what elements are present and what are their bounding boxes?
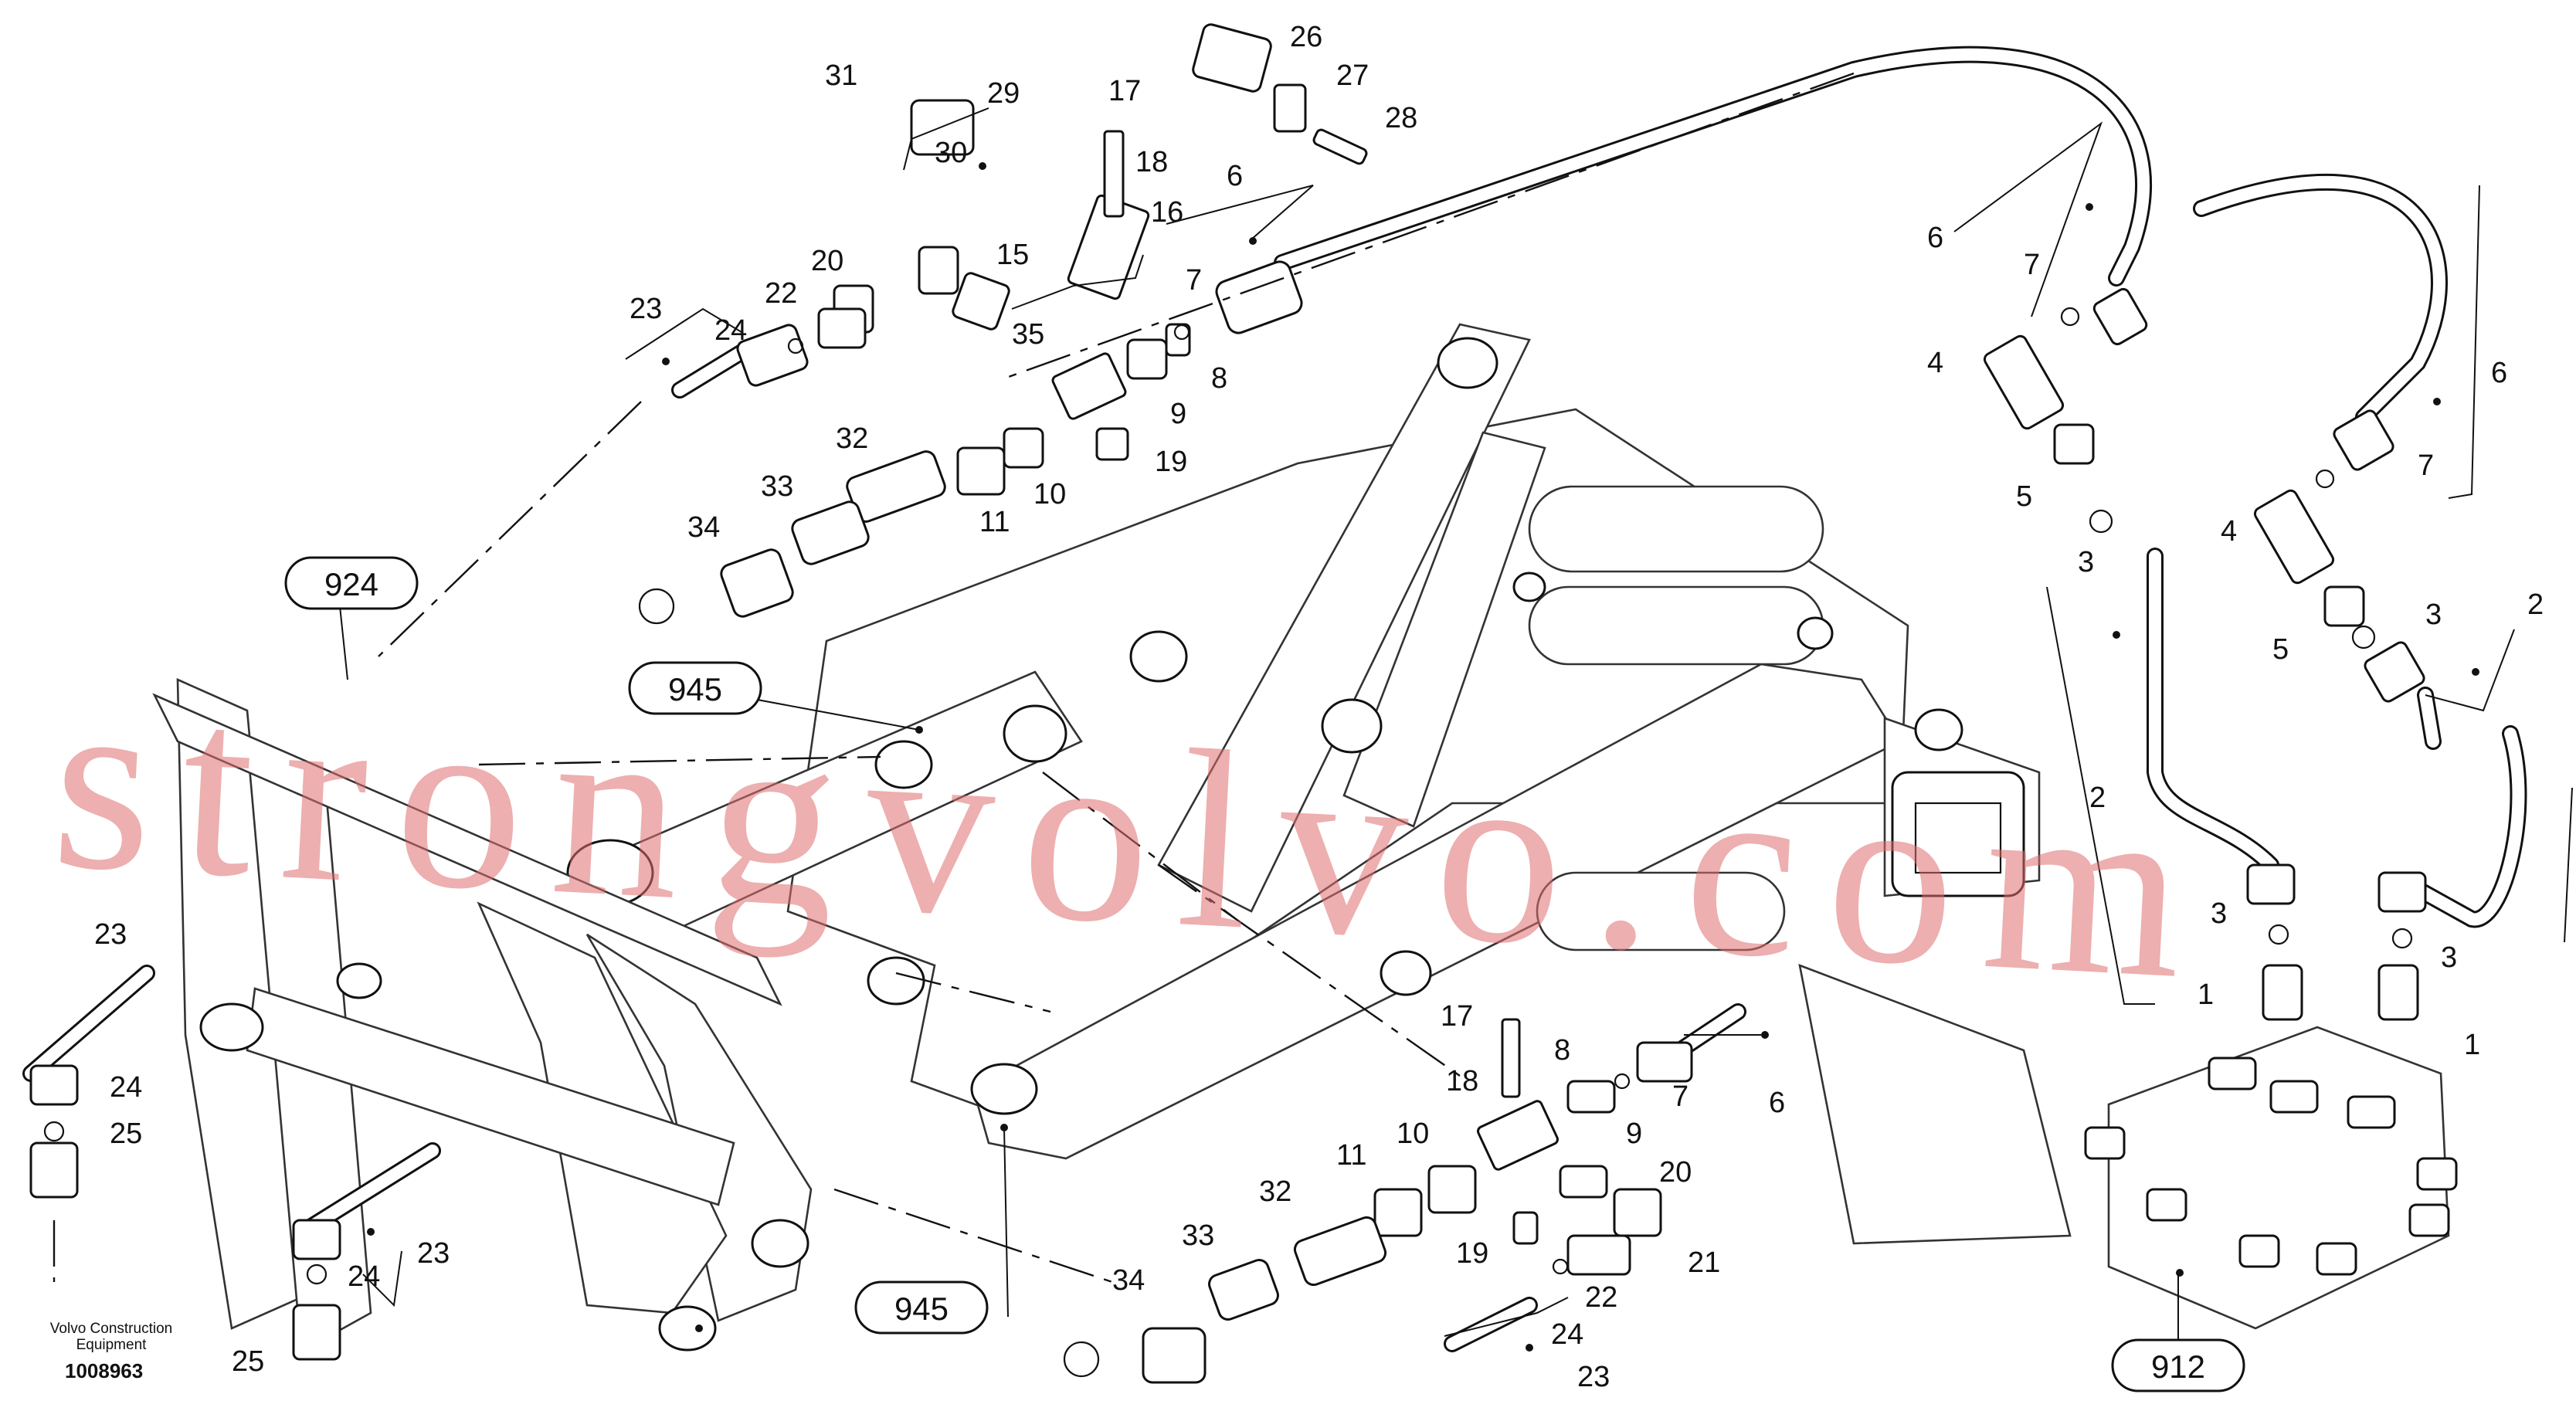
reference-945-upper: 945 — [628, 661, 762, 715]
callout-23: 23 — [94, 918, 127, 951]
callout-6: 6 — [1769, 1087, 1785, 1119]
callout-6: 6 — [2491, 357, 2507, 389]
leader-lines — [339, 107, 2573, 1340]
reference-912-label: 912 — [2151, 1348, 2205, 1385]
callout-17: 17 — [1108, 75, 1141, 107]
callout-35: 35 — [1012, 318, 1044, 351]
reference-945-lower-label: 945 — [894, 1291, 949, 1327]
callout-23: 23 — [630, 293, 662, 325]
callout-30: 30 — [935, 137, 967, 169]
callout-1: 1 — [2198, 979, 2214, 1011]
callout-23: 23 — [1577, 1361, 1610, 1393]
callout-22: 22 — [1585, 1281, 1617, 1314]
callout-5: 5 — [2272, 633, 2289, 666]
callout-3: 3 — [2211, 897, 2227, 930]
callout-20: 20 — [811, 245, 843, 277]
quick-coupler — [152, 677, 813, 1354]
callout-25: 25 — [110, 1118, 142, 1150]
callout-21: 21 — [1688, 1246, 1720, 1279]
callout-1: 1 — [2464, 1029, 2480, 1061]
callout-16: 16 — [1151, 196, 1183, 229]
callout-19: 19 — [1456, 1237, 1488, 1270]
callout-4: 4 — [1927, 347, 1943, 379]
callout-26: 26 — [1290, 21, 1322, 53]
callout-3: 3 — [2425, 599, 2442, 631]
callout-18: 18 — [1135, 146, 1168, 178]
callout-11: 11 — [979, 506, 1010, 538]
callout-22: 22 — [765, 277, 797, 310]
callout-32: 32 — [836, 422, 868, 455]
callout-31: 31 — [825, 59, 857, 92]
callout-34: 34 — [687, 511, 720, 544]
brand-label: Volvo Construction Equipment — [49, 1321, 173, 1353]
reference-945-upper-label: 945 — [668, 671, 722, 707]
callout-2: 2 — [2527, 588, 2544, 621]
part-callouts: 31 29 30 17 18 16 26 27 28 6 7 15 20 22 … — [94, 21, 2544, 1393]
callout-27: 27 — [1336, 59, 1369, 92]
callout-18: 18 — [1446, 1065, 1478, 1097]
callout-9: 9 — [1170, 398, 1186, 430]
callout-4: 4 — [2221, 515, 2237, 548]
callout-6: 6 — [1227, 160, 1243, 192]
callout-23: 23 — [417, 1237, 450, 1270]
work-light — [1891, 771, 2025, 897]
callout-8: 8 — [1211, 362, 1227, 395]
callout-2: 2 — [2089, 782, 2106, 814]
fittings — [29, 23, 2427, 1384]
callout-32: 32 — [1259, 1175, 1291, 1208]
callout-7: 7 — [2024, 249, 2040, 281]
callout-7: 7 — [2418, 449, 2434, 482]
callout-33: 33 — [761, 470, 793, 503]
callout-25: 25 — [232, 1345, 264, 1378]
reference-945-lower: 945 — [854, 1280, 989, 1335]
callout-3: 3 — [2441, 941, 2457, 974]
loader-frame — [566, 323, 2072, 1245]
callout-24: 24 — [714, 314, 747, 347]
callout-9: 9 — [1626, 1118, 1642, 1150]
callout-5: 5 — [2016, 480, 2032, 513]
callout-17: 17 — [1441, 1000, 1473, 1033]
marker-dots — [367, 162, 2479, 1352]
callout-28: 28 — [1385, 102, 1417, 134]
reference-bubbles: 924 945 945 912 — [284, 556, 2245, 1392]
callout-10: 10 — [1033, 478, 1066, 510]
callout-24: 24 — [1551, 1318, 1583, 1351]
control-valve — [2084, 1026, 2458, 1330]
callout-34: 34 — [1112, 1264, 1145, 1297]
callout-7: 7 — [1186, 264, 1202, 297]
callout-8: 8 — [1554, 1034, 1570, 1067]
callout-24: 24 — [348, 1260, 380, 1293]
callout-24: 24 — [110, 1071, 142, 1104]
callout-6: 6 — [1927, 222, 1943, 254]
callout-3: 3 — [2078, 546, 2094, 578]
callout-10: 10 — [1397, 1118, 1429, 1150]
callout-29: 29 — [987, 77, 1020, 110]
reference-912: 912 — [2111, 1338, 2245, 1392]
reference-924-label: 924 — [324, 566, 378, 602]
callout-19: 19 — [1155, 446, 1187, 478]
callout-11: 11 — [1336, 1139, 1366, 1172]
connection-lines — [53, 72, 1855, 1284]
callout-7: 7 — [1672, 1080, 1688, 1113]
callout-15: 15 — [996, 239, 1029, 271]
reference-924: 924 — [284, 556, 419, 610]
drawing-number: 1008963 — [65, 1359, 144, 1382]
callout-20: 20 — [1659, 1156, 1692, 1189]
callout-33: 33 — [1182, 1219, 1214, 1252]
